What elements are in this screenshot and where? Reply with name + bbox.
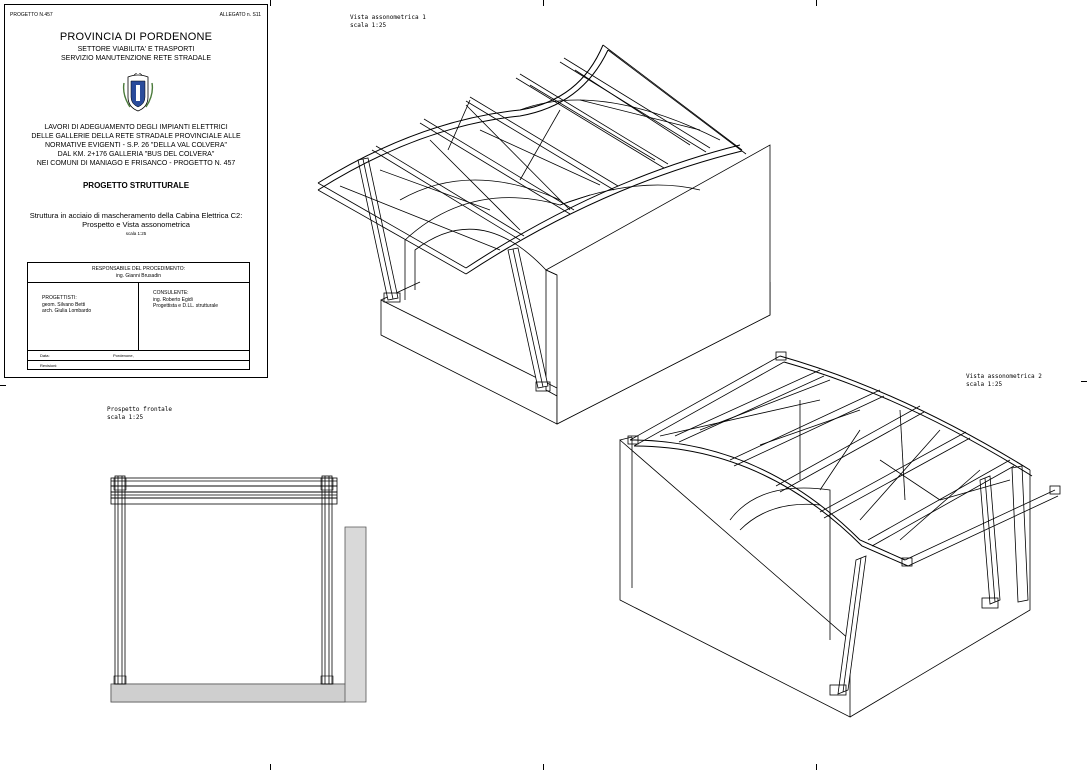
- structure-scale: scala 1:25: [125, 231, 147, 236]
- axo1-title: Vista assonometrica 1: [350, 14, 426, 21]
- responsible-name: ing. Gianni Brusadin: [115, 272, 162, 279]
- axo2-scale: scala 1:25: [966, 381, 1003, 388]
- responsibles-table: RESPONSABILE DEL PROCEDIMENTO: ing. Gian…: [27, 262, 250, 370]
- designers-row: PROGETTISTI: geom. Silvano Betti arch. G…: [28, 282, 249, 351]
- designers-title: PROGETTISTI:: [42, 295, 77, 301]
- column-divider: [138, 282, 139, 350]
- title-block: PROGETTO N.457 ALLEGATO n. S11 PROVINCIA…: [4, 4, 268, 378]
- province-title: PROVINCIA DI PORDENONE: [59, 31, 213, 43]
- works-line: NEI COMUNI DI MANIAGO E FRISANCO - PROGE…: [36, 160, 236, 167]
- sector-line: SETTORE VIABILITA' E TRASPORTI: [77, 46, 195, 53]
- date-label: Data:: [40, 353, 50, 358]
- designer-name: geom. Silvano Betti: [42, 301, 86, 308]
- axo2-title: Vista assonometrica 2: [966, 373, 1042, 380]
- structure-line: Prospetto e Vista assonometrica: [82, 220, 190, 229]
- sector-line: SERVIZIO MANUTENZIONE RETE STRADALE: [60, 55, 211, 62]
- axo1-label: Vista assonometrica 1 scala 1:25: [350, 14, 426, 30]
- front-scale: scala 1:25: [107, 414, 144, 421]
- designer-name: arch. Giulia Lombardo: [42, 308, 92, 314]
- axo1-scale: scala 1:25: [350, 22, 387, 29]
- works-line: LAVORI DI ADEGUAMENTO DEGLI IMPIANTI ELE…: [44, 124, 228, 131]
- front-title: Prospetto frontale: [107, 406, 173, 413]
- date-place: Pordenone,: [113, 353, 134, 358]
- fold-mark: [270, 764, 271, 770]
- axo2-label: Vista assonometrica 2 scala 1:25: [966, 373, 1042, 389]
- fold-mark: [816, 764, 817, 770]
- consultant-line: ing. Roberto Egidi: [153, 296, 193, 303]
- sheet-code-right: ALLEGATO n. S11: [219, 12, 261, 18]
- consultant-line: Progettista e D.LL. strutturale: [153, 303, 219, 309]
- sector-lines: SETTORE VIABILITA' E TRASPORTI SERVIZIO …: [5, 45, 267, 63]
- revisions-label: Revisioni:: [40, 363, 58, 368]
- fold-mark: [270, 0, 271, 6]
- fold-mark: [543, 0, 544, 6]
- structure-description: Struttura in acciaio di mascheramento de…: [5, 211, 267, 238]
- sheet-code-left: PROGETTO N.457: [10, 12, 53, 18]
- consultant-title: CONSULENTE:: [153, 290, 189, 296]
- consultant-block: CONSULENTE: ing. Roberto Egidi Progettis…: [153, 290, 218, 310]
- structure-line: Struttura in acciaio di mascheramento de…: [29, 211, 243, 220]
- works-line: DAL KM. 2+176 GALLERIA "BUS DEL COLVERA": [57, 151, 215, 158]
- province-crest-icon: [122, 73, 154, 112]
- fold-mark: [1081, 381, 1087, 382]
- fold-mark: [0, 385, 6, 386]
- responsible-title: RESPONSABILE DEL PROCEDIMENTO:: [91, 266, 186, 272]
- designers-block: PROGETTISTI: geom. Silvano Betti arch. G…: [42, 295, 91, 315]
- works-line: NORMATIVE EVIGENTI - S.P. 26 "DELLA VAL …: [45, 142, 227, 149]
- date-row: Data: Pordenone,: [28, 350, 249, 361]
- fold-mark: [816, 0, 817, 6]
- fold-mark: [543, 764, 544, 770]
- works-line: DELLE GALLERIE DELLA RETE STRADALE PROVI…: [31, 133, 241, 140]
- project-type: PROGETTO STRUTTURALE: [82, 181, 190, 190]
- works-description: LAVORI DI ADEGUAMENTO DEGLI IMPIANTI ELE…: [5, 123, 267, 168]
- front-label: Prospetto frontale scala 1:25: [107, 406, 172, 422]
